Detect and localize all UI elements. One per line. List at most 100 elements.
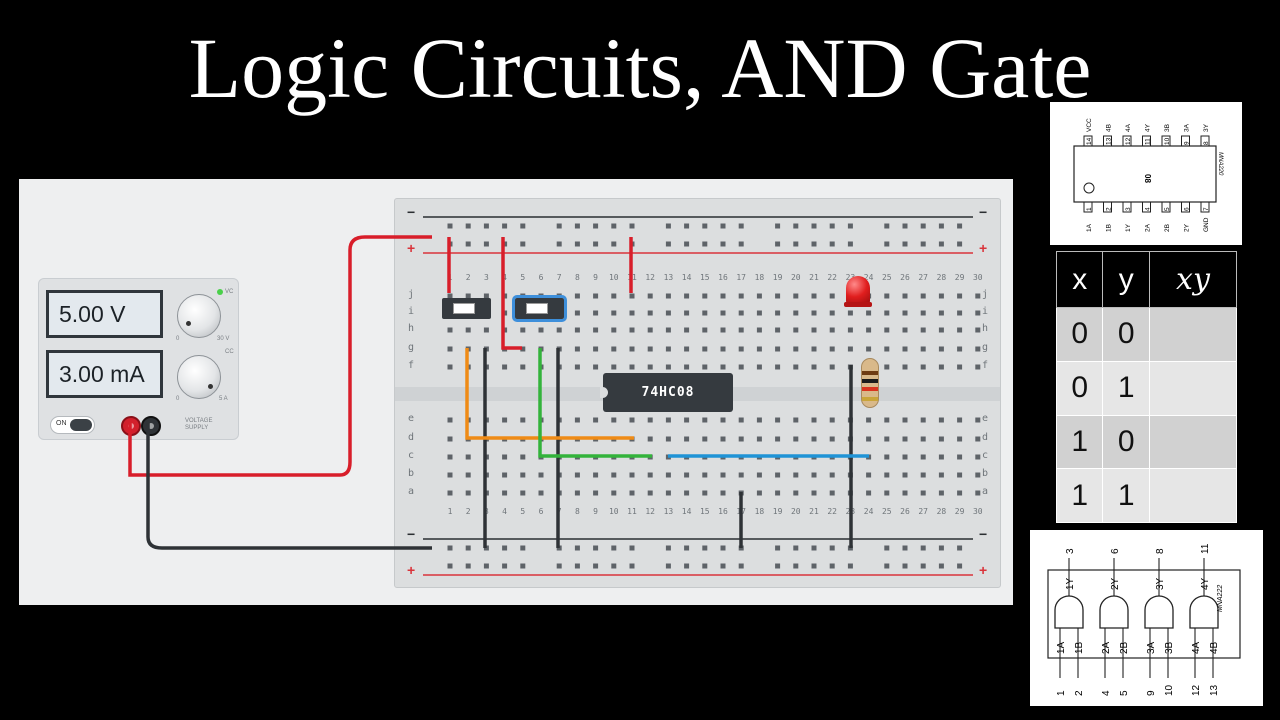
column-number: 26 bbox=[900, 507, 910, 516]
column-number: 17 bbox=[736, 273, 746, 282]
pin-name: 4B bbox=[1106, 124, 1113, 132]
voltage-display: 5.00 V bbox=[46, 290, 163, 338]
cell-y: 1 bbox=[1102, 468, 1150, 523]
column-number: 1 bbox=[447, 507, 453, 516]
column-number: 23 bbox=[845, 507, 856, 516]
column-number: 21 bbox=[809, 507, 819, 516]
cell-x: 0 bbox=[1055, 360, 1104, 416]
chip-74hc08[interactable]: 74HC08 bbox=[600, 373, 733, 412]
cell-x: 1 bbox=[1055, 468, 1104, 523]
row-letter: b bbox=[981, 468, 989, 479]
gate-input-name: 2B bbox=[1119, 641, 1130, 654]
gate-input-name: 4B bbox=[1209, 641, 1220, 654]
header-x: x bbox=[1055, 251, 1104, 308]
output-led[interactable] bbox=[844, 276, 872, 312]
positive-terminal[interactable] bbox=[121, 416, 141, 436]
row-letter: f bbox=[981, 360, 989, 371]
row-letter: j bbox=[981, 289, 989, 300]
column-number: 3 bbox=[483, 273, 489, 282]
column-number: 1 bbox=[447, 273, 453, 282]
column-number: 2 bbox=[465, 507, 471, 516]
power-switch[interactable]: ON bbox=[50, 416, 95, 434]
voltage-knob[interactable] bbox=[177, 294, 221, 338]
column-number: 13 bbox=[663, 507, 674, 516]
gates-svg: MNA222 31Y62Y83Y114Y1A11B22A42B53A93B104… bbox=[1047, 543, 1241, 696]
pinout-svg: 08 MNA220 14VCC11A134B21B124A31Y114Y42A1… bbox=[1073, 118, 1223, 232]
pin-name: 1B bbox=[1106, 224, 1113, 232]
column-number: 11 bbox=[627, 273, 637, 282]
gate-input-number: 1 bbox=[1056, 690, 1067, 696]
column-number: 2 bbox=[465, 273, 471, 282]
cell-xy bbox=[1148, 360, 1238, 416]
column-number: 17 bbox=[736, 507, 746, 516]
i-min-label: 0 bbox=[176, 396, 180, 402]
rail-minus-label: − bbox=[407, 526, 416, 542]
column-number: 22 bbox=[827, 507, 837, 516]
column-number: 8 bbox=[574, 273, 580, 282]
gate-input-name: 3A bbox=[1146, 641, 1157, 654]
gate-input-name: 3B bbox=[1164, 641, 1175, 654]
row-letter: e bbox=[407, 413, 415, 424]
column-number: 16 bbox=[718, 273, 728, 282]
pin-number: 13 bbox=[1106, 137, 1113, 145]
cell-xy bbox=[1148, 414, 1238, 470]
column-number: 7 bbox=[556, 273, 562, 282]
gate-output-name: 3Y bbox=[1155, 577, 1166, 590]
column-number: 21 bbox=[809, 273, 819, 282]
column-number: 13 bbox=[663, 273, 674, 282]
input-switch-x[interactable] bbox=[442, 298, 491, 319]
and-gate-symbol bbox=[1189, 595, 1219, 629]
rail-plus-label: + bbox=[407, 240, 416, 256]
negative-terminal[interactable] bbox=[141, 416, 161, 436]
current-knob[interactable] bbox=[177, 355, 221, 399]
resistor[interactable] bbox=[861, 358, 879, 408]
column-number: 24 bbox=[863, 273, 874, 282]
column-number: 30 bbox=[972, 273, 983, 282]
gate-output-number: 11 bbox=[1200, 543, 1211, 554]
column-number: 8 bbox=[574, 507, 580, 516]
column-number: 10 bbox=[608, 273, 619, 282]
pin-number: 10 bbox=[1164, 137, 1171, 145]
pin-number: 3 bbox=[1125, 207, 1132, 211]
rail-plus-label: + bbox=[979, 562, 988, 578]
row-letter: d bbox=[407, 432, 415, 443]
rail-minus-label: − bbox=[979, 204, 988, 220]
vc-label: VC bbox=[225, 289, 234, 295]
cell-xy bbox=[1148, 307, 1238, 362]
v-min-label: 0 bbox=[176, 336, 180, 342]
rail-plus-label: + bbox=[407, 562, 416, 578]
pin-name: GND bbox=[1203, 217, 1210, 232]
row-letter: e bbox=[981, 413, 989, 424]
gate-output-name: 1Y bbox=[1065, 577, 1076, 590]
gate-input-number: 10 bbox=[1164, 684, 1175, 696]
cell-y: 0 bbox=[1102, 414, 1150, 470]
and-gate-symbol bbox=[1144, 595, 1174, 629]
column-number: 29 bbox=[954, 507, 965, 516]
row-letter: h bbox=[407, 323, 415, 334]
and-gate-symbol bbox=[1099, 595, 1129, 629]
cell-x: 1 bbox=[1055, 414, 1104, 470]
pin-number: 7 bbox=[1203, 207, 1210, 211]
header-xy: xy bbox=[1148, 251, 1238, 308]
column-number: 12 bbox=[645, 507, 655, 516]
pin-name: 2A bbox=[1145, 223, 1152, 232]
input-switch-y[interactable] bbox=[512, 295, 567, 322]
column-number: 15 bbox=[699, 507, 710, 516]
gate-input-name: 4A bbox=[1191, 641, 1202, 654]
gate-output-number: 3 bbox=[1065, 548, 1076, 554]
column-number: 9 bbox=[593, 273, 598, 282]
column-number: 19 bbox=[772, 507, 783, 516]
column-number: 14 bbox=[681, 273, 692, 282]
pin-name: 2B bbox=[1164, 224, 1171, 232]
pin-name: VCC bbox=[1086, 118, 1093, 132]
column-number: 25 bbox=[881, 273, 892, 282]
column-number: 4 bbox=[502, 507, 507, 516]
power-supply[interactable]: 5.00 V 3.00 mA VC CC 0 30 V 0 5 A VOLTAG… bbox=[38, 278, 239, 440]
gate-input-number: 12 bbox=[1191, 684, 1202, 696]
column-number: 5 bbox=[520, 507, 526, 516]
gate-input-number: 13 bbox=[1209, 684, 1220, 696]
rail-minus-label: − bbox=[979, 526, 988, 542]
column-number: 19 bbox=[772, 273, 783, 282]
